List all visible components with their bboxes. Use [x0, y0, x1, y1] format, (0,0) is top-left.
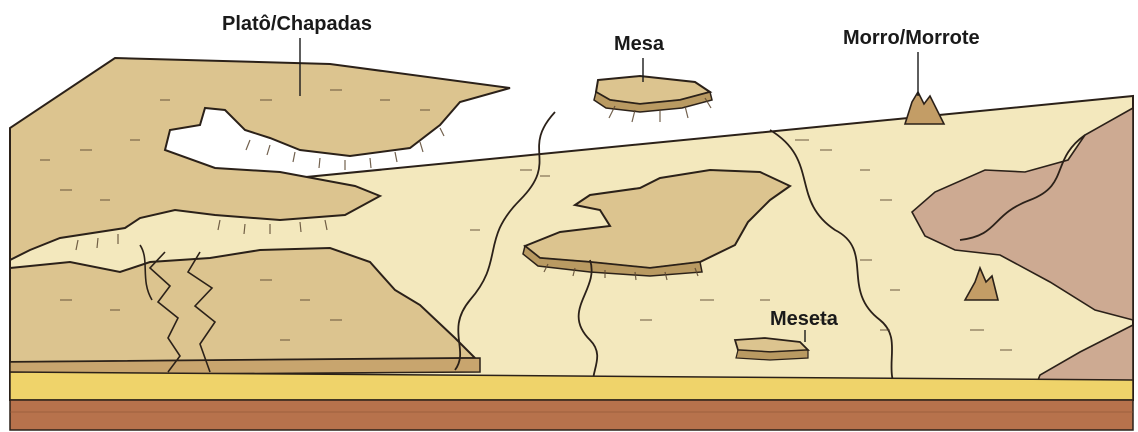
label-plato-chapadas: Platô/Chapadas: [222, 14, 372, 34]
label-mesa: Mesa: [614, 34, 664, 54]
mesa-landform: [594, 76, 712, 112]
label-morro-morrote: Morro/Morrote: [843, 28, 980, 48]
meseta-landform: [735, 338, 808, 360]
label-meseta: Meseta: [770, 309, 838, 329]
stratigraphic-layers: [10, 372, 1133, 430]
